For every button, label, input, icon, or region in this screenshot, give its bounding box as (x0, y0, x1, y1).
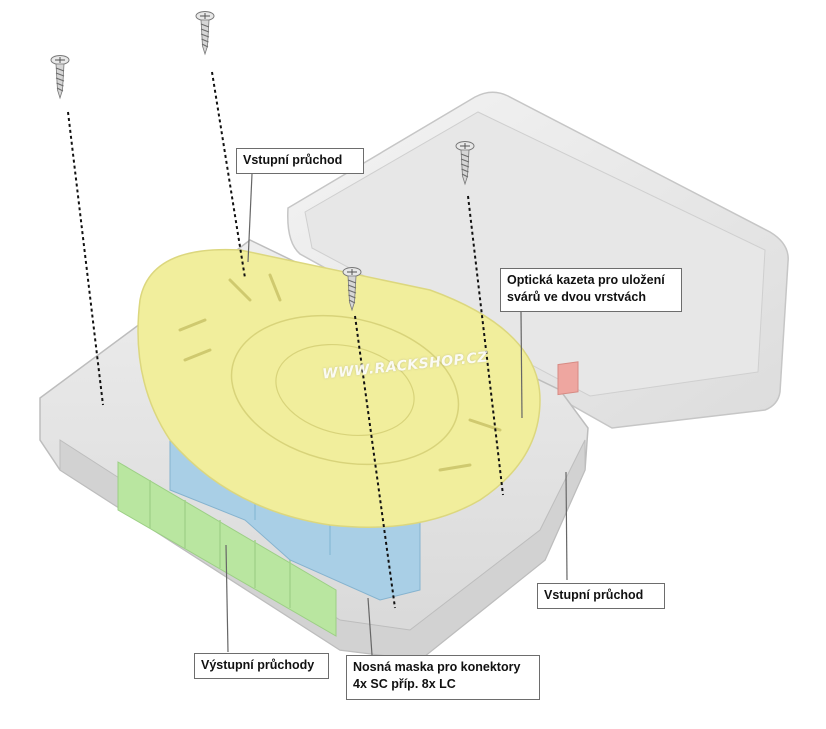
input-port-right (557, 361, 579, 396)
label-outputs: Výstupní průchody (194, 653, 329, 679)
label-cassette: Optická kazeta pro uložení svárů ve dvou… (500, 268, 682, 312)
label-cassette-line1: Optická kazeta pro uložení (507, 273, 665, 287)
splice-cassette (137, 248, 541, 528)
label-input-right-text: Vstupní průchod (544, 588, 644, 602)
label-cassette-line2: svárů ve dvou vrstvách (507, 290, 646, 304)
label-input-top-text: Vstupní průchod (243, 153, 343, 167)
lid (287, 91, 789, 429)
output-ports (117, 461, 337, 637)
leader-lines (225, 173, 568, 656)
screw-icon (50, 55, 70, 99)
screw-icon (195, 11, 215, 55)
label-connector-mask-line2: 4x SC příp. 8x LC (353, 677, 456, 691)
label-connector-mask: Nosná maska pro konektory 4x SC příp. 8x… (346, 655, 540, 700)
screw-guides (67, 71, 504, 609)
label-input-right: Vstupní průchod (537, 583, 665, 609)
label-connector-mask-line1: Nosná maska pro konektory (353, 660, 521, 674)
label-outputs-text: Výstupní průchody (201, 658, 315, 672)
label-input-top: Vstupní průchod (236, 148, 364, 174)
